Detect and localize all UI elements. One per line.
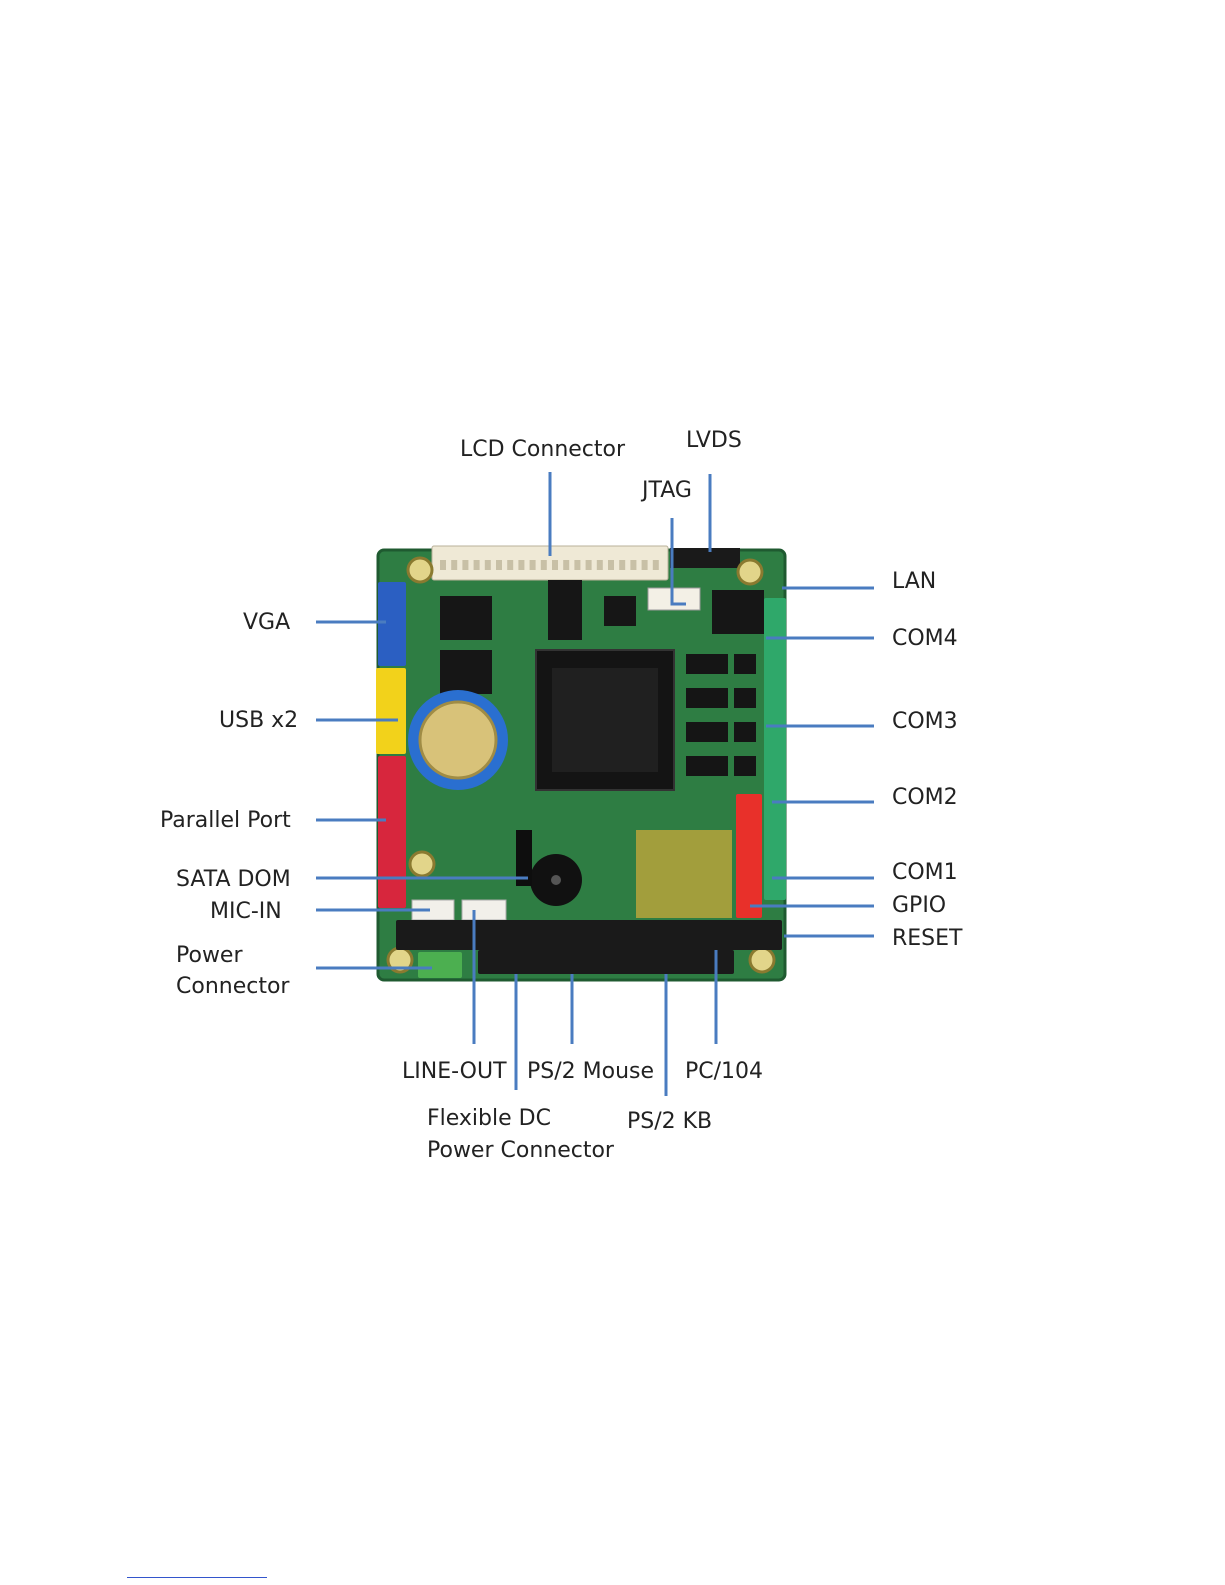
lcd-pin <box>642 560 648 570</box>
lcd-pin <box>597 560 603 570</box>
label-gpio: GPIO <box>892 890 946 922</box>
serial-chip <box>686 756 728 776</box>
label-flexible-dc-line2: Power Connector <box>427 1135 614 1167</box>
small-chip <box>604 596 636 626</box>
lcd-pin <box>485 560 491 570</box>
label-flexible-dc-line1: Flexible DC <box>427 1103 551 1135</box>
lcd-pin <box>630 560 636 570</box>
buzzer-hole <box>551 875 561 885</box>
parallel-port-part <box>378 756 406 908</box>
lcd-pin <box>563 560 569 570</box>
footer-link-underline <box>127 1577 267 1578</box>
label-lvds: LVDS <box>686 425 742 457</box>
serial-chip <box>686 722 728 742</box>
pc104-bus-part <box>396 920 782 950</box>
jtag-connector-part <box>648 588 700 610</box>
label-power-connector-line2: Connector <box>176 971 289 1003</box>
gpio-header-part <box>736 794 762 918</box>
memory-chip <box>440 650 492 694</box>
label-com2: COM2 <box>892 782 958 814</box>
cmos-battery <box>420 702 496 778</box>
serial-chip <box>734 756 756 776</box>
vga-connector-part <box>378 582 406 666</box>
serial-chip <box>734 722 756 742</box>
pad-area <box>636 830 732 918</box>
lcd-pin <box>552 560 558 570</box>
serial-chip <box>734 688 756 708</box>
label-ps2-kb: PS/2 KB <box>627 1106 712 1138</box>
lcd-pin <box>586 560 592 570</box>
label-usb: USB x2 <box>219 705 298 737</box>
lcd-pin <box>619 560 625 570</box>
label-com4: COM4 <box>892 623 958 655</box>
mount-hole <box>750 948 774 972</box>
label-pc104: PC/104 <box>685 1056 763 1088</box>
lcd-pin <box>440 560 446 570</box>
serial-chip <box>734 654 756 674</box>
lcd-pin <box>462 560 468 570</box>
line-out-part <box>462 900 506 920</box>
lcd-pin <box>574 560 580 570</box>
lcd-pin <box>518 560 524 570</box>
label-ps2-mouse: PS/2 Mouse <box>527 1056 654 1088</box>
power-terminal-part <box>418 952 462 978</box>
label-com1: COM1 <box>892 857 958 889</box>
usb-connector-part <box>376 668 406 754</box>
label-com3: COM3 <box>892 706 958 738</box>
lcd-pin <box>496 560 502 570</box>
lcd-pin <box>474 560 480 570</box>
label-lan: LAN <box>892 566 936 598</box>
cpu-inner <box>552 668 658 772</box>
label-vga: VGA <box>243 607 290 639</box>
serial-chip <box>686 688 728 708</box>
flash-chip <box>548 580 582 640</box>
pc104-bus-part-lower <box>478 950 734 974</box>
mount-hole <box>408 558 432 582</box>
lcd-pin <box>541 560 547 570</box>
label-sata-dom: SATA DOM <box>176 864 291 896</box>
label-lcd-connector: LCD Connector <box>460 434 625 466</box>
memory-chip <box>440 596 492 640</box>
mount-hole <box>410 852 434 876</box>
lcd-pin <box>451 560 457 570</box>
label-power-connector-line1: Power <box>176 940 243 972</box>
lcd-pin <box>507 560 513 570</box>
lan-magnetics-part <box>712 590 764 634</box>
label-mic-in: MIC-IN <box>210 896 282 928</box>
lcd-pin <box>608 560 614 570</box>
serial-chip <box>686 654 728 674</box>
label-reset: RESET <box>892 923 963 955</box>
lcd-pin <box>530 560 536 570</box>
com-headers-part <box>764 598 786 900</box>
label-jtag: JTAG <box>642 475 692 507</box>
mount-hole <box>738 560 762 584</box>
label-parallel-port: Parallel Port <box>160 805 291 837</box>
lvds-header-part <box>670 548 740 568</box>
lcd-pin <box>653 560 659 570</box>
label-line-out: LINE-OUT <box>402 1056 507 1088</box>
